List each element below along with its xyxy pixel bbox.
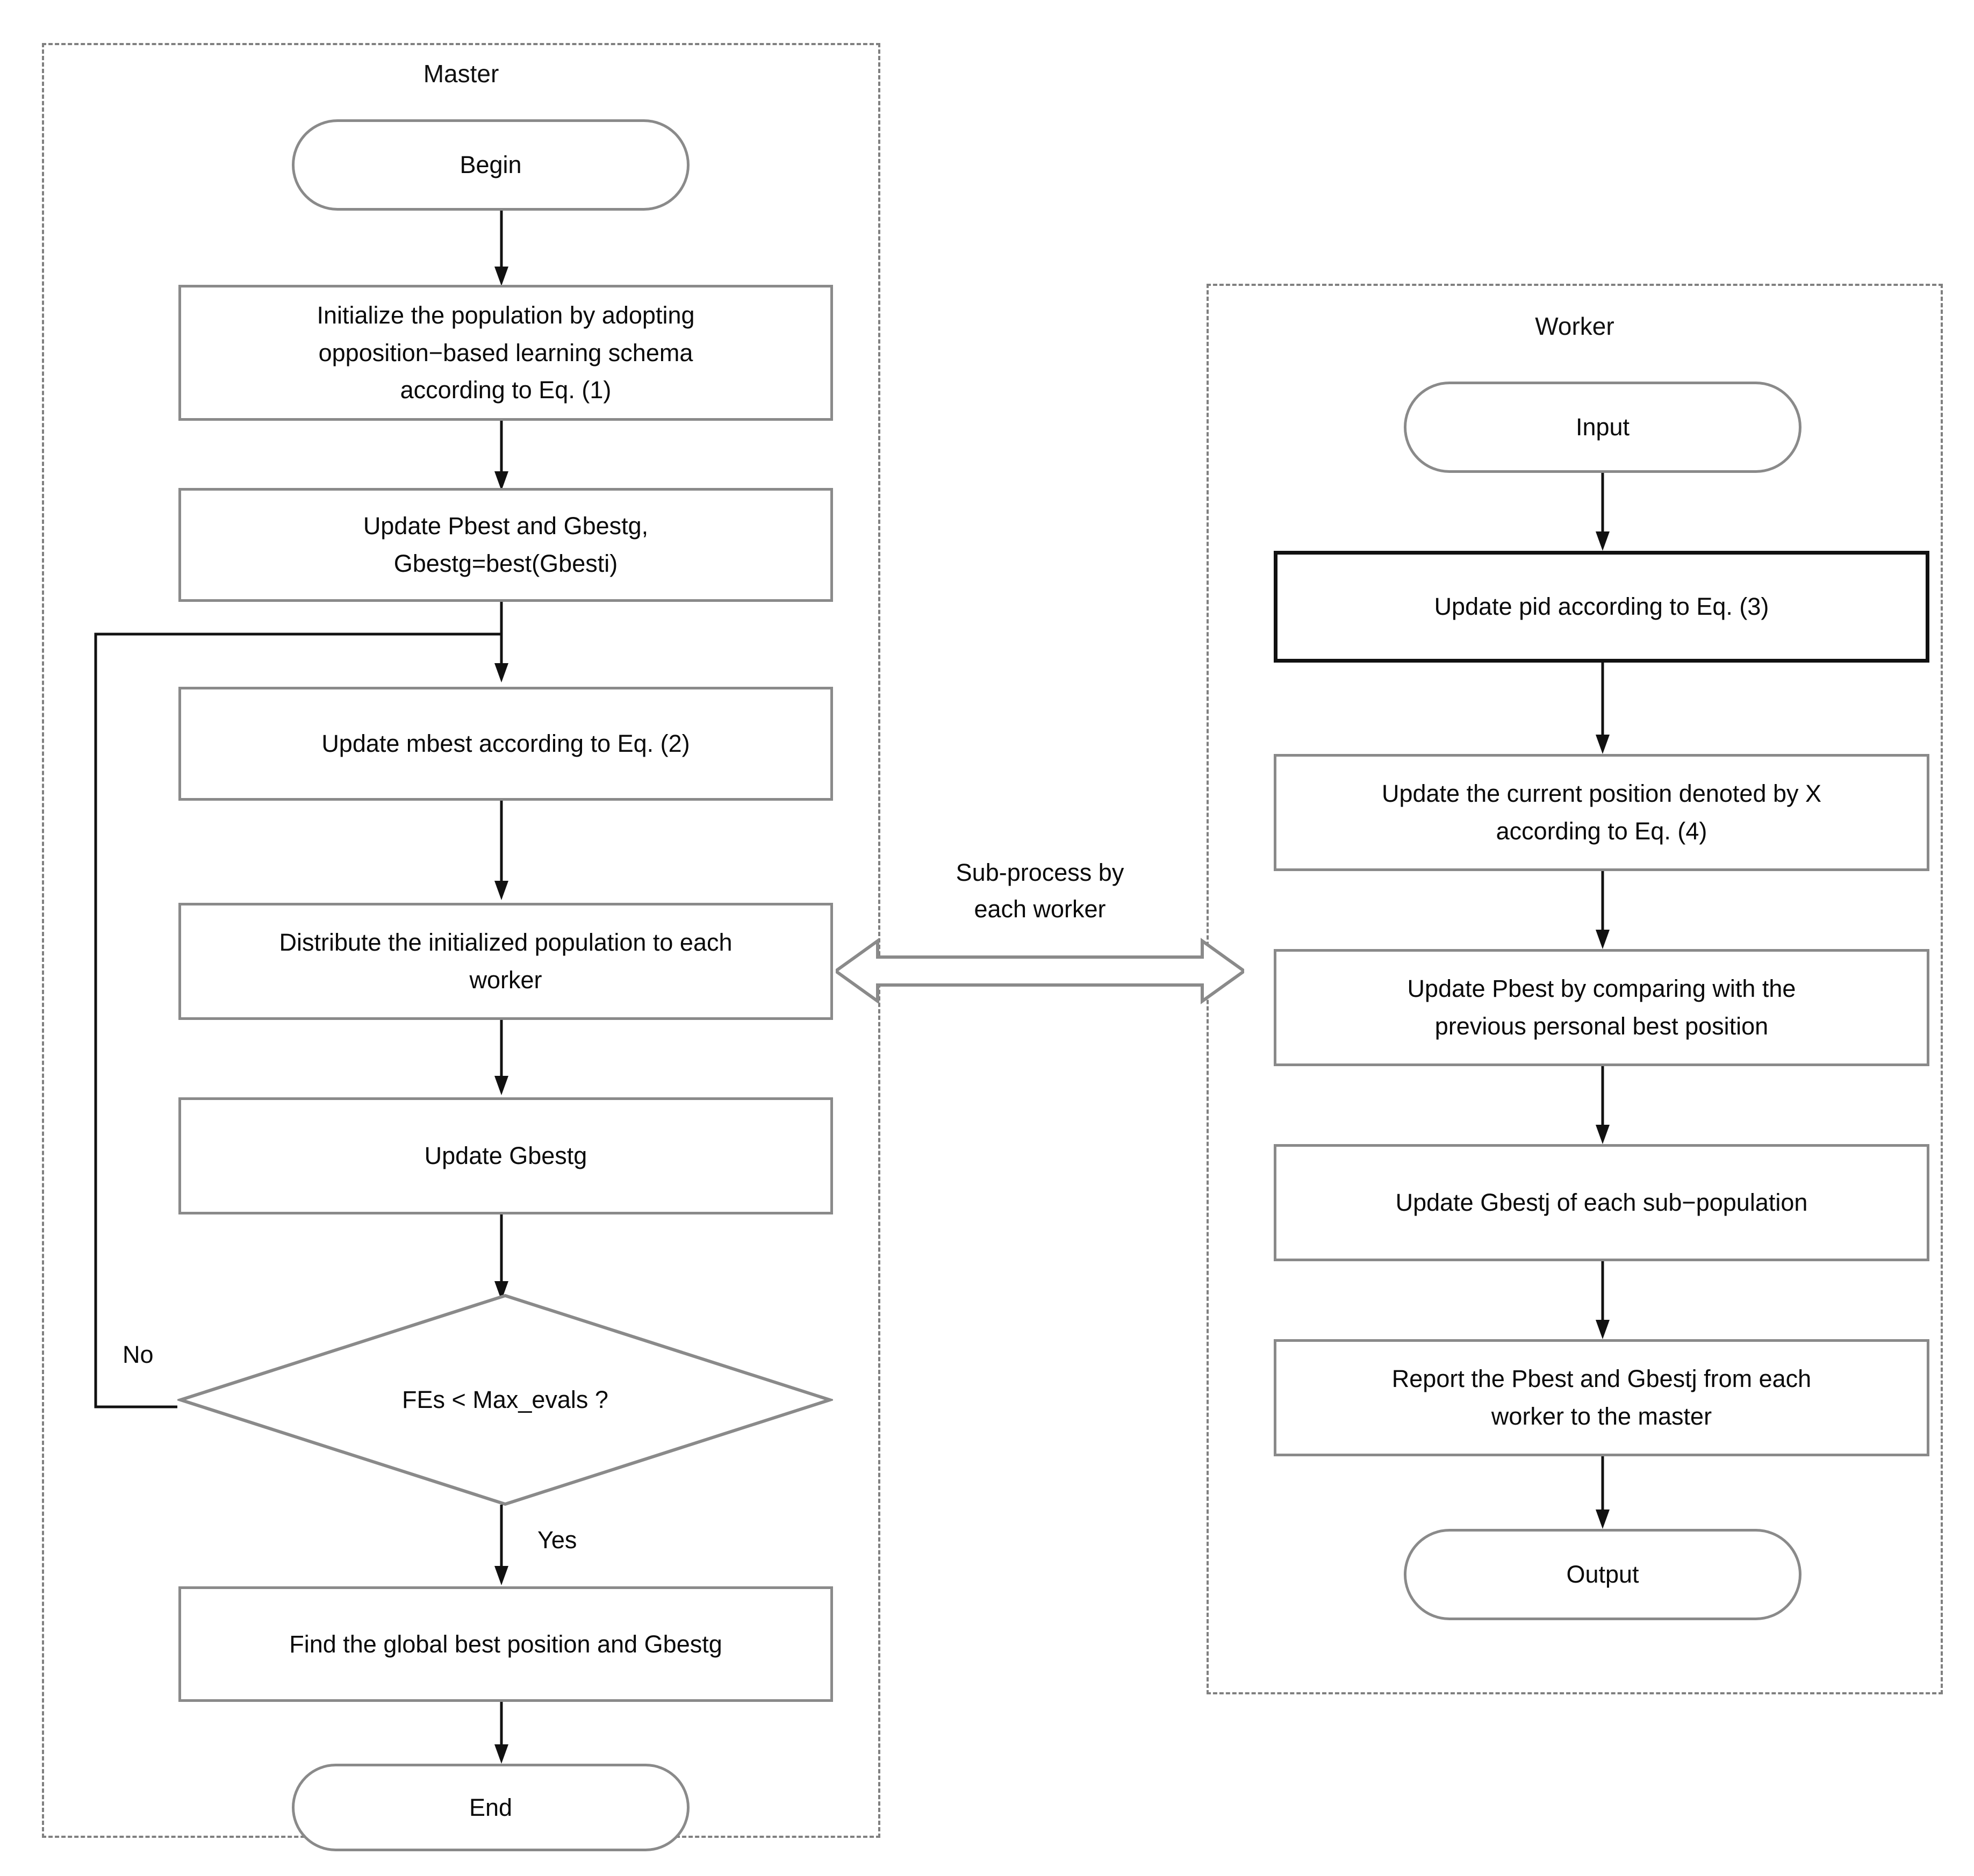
node-update-gbestg-label: Update Gbestg [424, 1142, 587, 1170]
edge-updatepg-to-mbest [491, 602, 512, 682]
node-distribute-population-label: Distribute the initialized population to… [279, 929, 733, 994]
node-report-to-master[interactable]: Report the Pbest and Gbestj from each wo… [1274, 1339, 1929, 1456]
worker-panel-title: Worker [1535, 312, 1614, 340]
master-panel-title: Master [423, 60, 499, 88]
node-update-gbestg[interactable]: Update Gbestg [178, 1097, 833, 1214]
edge-pbest-to-gbestj [1592, 1066, 1613, 1144]
node-update-pbest-label: Update Pbest by comparing with the previ… [1407, 975, 1796, 1040]
node-update-gbestj-label: Update Gbestj of each sub−population [1395, 1189, 1808, 1217]
node-output[interactable]: Output [1404, 1529, 1801, 1620]
edge-init-to-updatepg [491, 421, 512, 491]
edge-distribute-to-gbestg [491, 1020, 512, 1095]
edge-begin-to-init [491, 211, 512, 286]
node-report-to-master-label: Report the Pbest and Gbestj from each wo… [1391, 1365, 1812, 1430]
edge-pid-to-posx [1592, 663, 1613, 754]
edge-gbestj-to-report [1592, 1261, 1613, 1339]
edge-input-to-pid [1592, 473, 1613, 551]
node-update-pbest[interactable]: Update Pbest by comparing with the previ… [1274, 949, 1929, 1066]
node-find-global-best[interactable]: Find the global best position and Gbestg [178, 1586, 833, 1702]
node-initialize-population[interactable]: Initialize the population by adopting op… [178, 285, 833, 421]
node-update-pid[interactable]: Update pid according to Eq. (3) [1274, 551, 1929, 663]
node-update-pid-label: Update pid according to Eq. (3) [1434, 593, 1769, 621]
node-begin[interactable]: Begin [292, 119, 690, 211]
node-update-mbest-label: Update mbest according to Eq. (2) [321, 730, 690, 758]
bridge-double-arrow [832, 932, 1247, 1010]
edge-decision-yes-to-findbest [491, 1505, 512, 1585]
edge-posx-to-pbest [1592, 871, 1613, 949]
node-begin-label: Begin [460, 151, 522, 179]
edge-label-no: No [123, 1341, 154, 1368]
node-find-global-best-label: Find the global best position and Gbestg [289, 1630, 722, 1658]
node-update-position-x[interactable]: Update the current position denoted by X… [1274, 754, 1929, 871]
node-update-position-x-label: Update the current position denoted by X… [1381, 780, 1822, 845]
node-update-gbestj[interactable]: Update Gbestj of each sub−population [1274, 1144, 1929, 1261]
node-decision-fes-label: FEs < Max_evals ? [402, 1386, 608, 1413]
node-initialize-population-label: Initialize the population by adopting op… [317, 301, 695, 404]
bridge-double-arrow-label: Sub-process by each worker [956, 859, 1124, 923]
edge-report-to-output [1592, 1456, 1613, 1529]
node-update-pbest-gbestg-label: Update Pbest and Gbestg, Gbestg=best(Gbe… [363, 512, 649, 577]
edge-gbestg-to-decision [491, 1214, 512, 1300]
node-update-pbest-gbestg[interactable]: Update Pbest and Gbestg, Gbestg=best(Gbe… [178, 488, 833, 602]
node-input[interactable]: Input [1404, 382, 1801, 473]
edge-decision-no-feedback [91, 631, 511, 1411]
edge-mbest-to-distribute [491, 801, 512, 900]
node-update-mbest[interactable]: Update mbest according to Eq. (2) [178, 687, 833, 801]
node-distribute-population[interactable]: Distribute the initialized population to… [178, 903, 833, 1020]
edge-label-yes: Yes [537, 1526, 577, 1554]
node-end[interactable]: End [292, 1764, 690, 1851]
node-output-label: Output [1566, 1561, 1639, 1589]
node-end-label: End [469, 1793, 513, 1821]
node-decision-fes[interactable]: FEs < Max_evals ? [177, 1292, 833, 1507]
edge-findbest-to-end [491, 1702, 512, 1764]
node-input-label: Input [1575, 413, 1630, 441]
